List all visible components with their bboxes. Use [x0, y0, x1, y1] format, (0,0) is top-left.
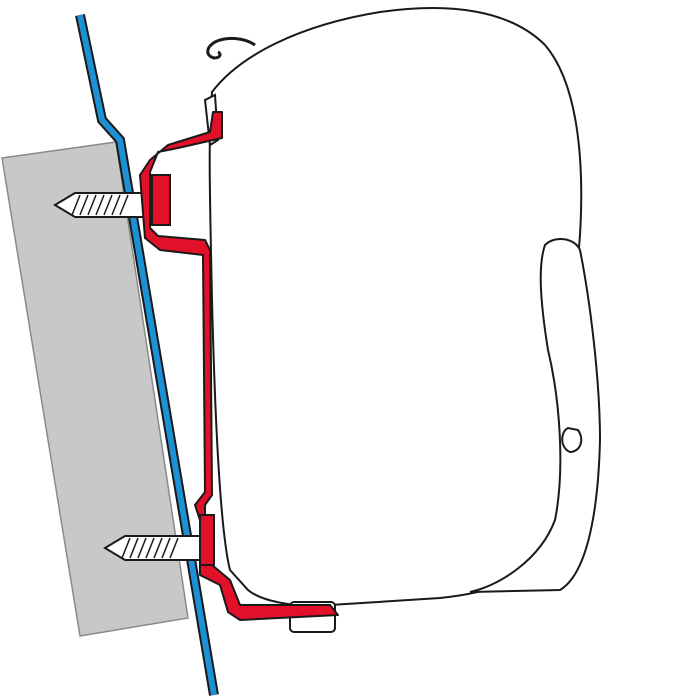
hook-icon [206, 36, 256, 60]
mounting-screw [103, 535, 206, 561]
bracket-slot [151, 174, 171, 226]
wall-block [1, 141, 189, 637]
adapter-bracket [139, 111, 339, 621]
bracket-slot [199, 514, 215, 566]
mounting-screw [53, 192, 153, 218]
awning-housing [203, 7, 602, 633]
